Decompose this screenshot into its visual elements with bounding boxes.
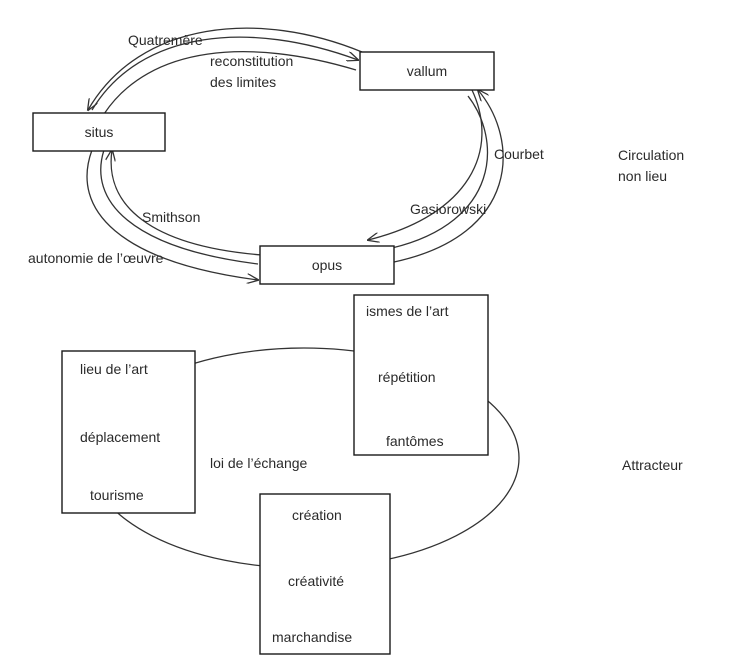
text-creation: création xyxy=(292,507,342,523)
label-quatremere: Quatremère xyxy=(128,32,203,48)
node-vallum-label: vallum xyxy=(407,63,447,79)
box-creation: création créativité marchandise xyxy=(259,493,391,655)
text-ismes-de-l-art: ismes de l’art xyxy=(366,303,449,319)
arrow-situs-to-vallum-outer xyxy=(91,36,358,111)
box-lieu-de-l-art: lieu de l’art déplacement tourisme xyxy=(61,350,196,514)
label-reconstitution-line2: des limites xyxy=(210,74,276,90)
text-repetition: répétition xyxy=(378,369,436,385)
node-situs-label: situs xyxy=(85,124,114,140)
node-opus-label: opus xyxy=(312,257,342,273)
label-reconstitution-line1: reconstitution xyxy=(210,53,293,69)
node-situs: situs xyxy=(32,112,166,152)
label-circulation: Circulation xyxy=(618,147,684,163)
arrow-situs-to-vallum-inner xyxy=(103,51,357,115)
arrow-opus-to-vallum-outer xyxy=(393,90,504,263)
label-gasiorowski: Gasiorowski xyxy=(410,201,486,217)
top-cycle: situs vallum opus Quatremère reconstitut… xyxy=(28,27,684,285)
text-fantomes: fantômes xyxy=(386,433,444,449)
arrow-situs-to-opus-outer xyxy=(86,149,258,280)
bottom-cycle: lieu de l’art déplacement tourisme ismes… xyxy=(61,294,683,655)
arrow-vallum-to-opus xyxy=(368,89,483,240)
label-courbet: Courbet xyxy=(494,146,544,162)
label-attracteur: Attracteur xyxy=(622,457,683,473)
text-deplacement: déplacement xyxy=(80,429,160,445)
arrow-opus-to-situs xyxy=(111,150,263,256)
text-lieu-de-l-art: lieu de l’art xyxy=(80,361,148,377)
node-opus: opus xyxy=(259,245,395,285)
label-autonomie: autonomie de l’œuvre xyxy=(28,250,164,266)
text-tourisme: tourisme xyxy=(90,487,144,503)
text-marchandise: marchandise xyxy=(272,629,352,645)
arrow-opus-to-vallum-inner xyxy=(391,95,489,249)
node-vallum: vallum xyxy=(359,51,495,91)
label-smithson: Smithson xyxy=(142,209,200,225)
label-loi-de-l-echange: loi de l’échange xyxy=(210,455,308,471)
arrow-situs-to-opus-inner xyxy=(100,149,259,265)
box-ismes-de-l-art: ismes de l’art répétition fantômes xyxy=(353,294,489,456)
arrow-vallum-to-situs-outer xyxy=(88,27,363,110)
label-non-lieu: non lieu xyxy=(618,168,667,184)
text-creativite: créativité xyxy=(288,573,344,589)
